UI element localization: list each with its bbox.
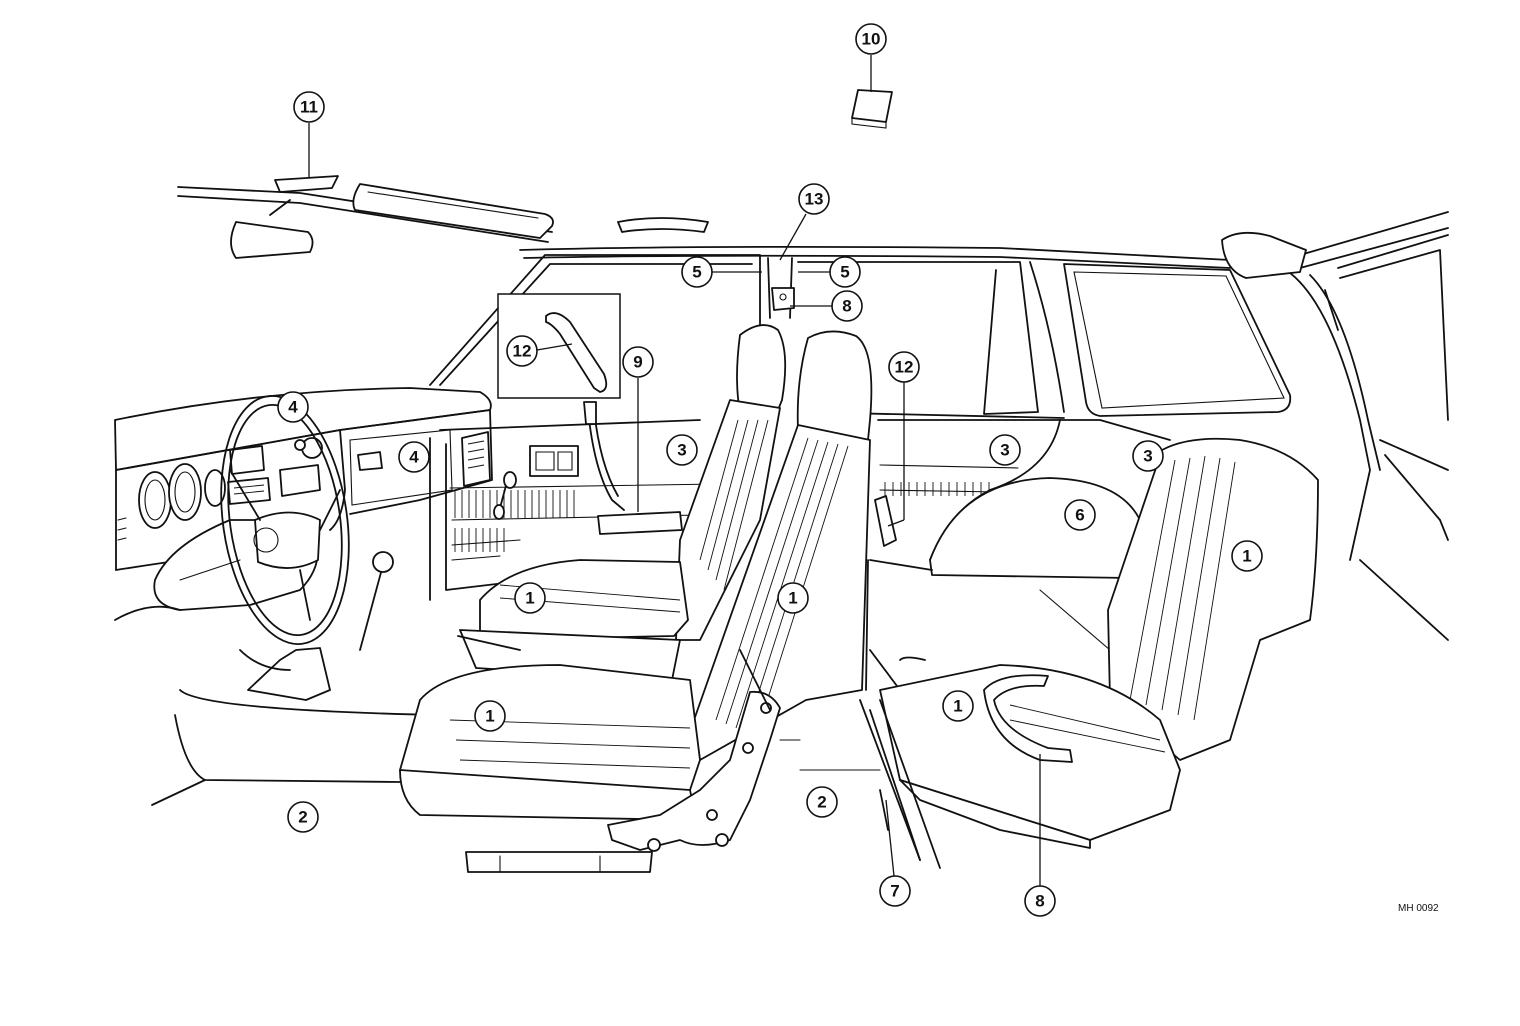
svg-text:3: 3 (1143, 447, 1152, 466)
front-floor-line (114, 605, 441, 806)
rear-floor-lines (859, 656, 926, 861)
callout-3-rear-door: 3 (989, 434, 1021, 466)
svg-text:2: 2 (817, 793, 826, 812)
svg-text:8: 8 (1035, 892, 1044, 911)
callout-8-top: 8 (771, 287, 863, 322)
svg-text:2: 2 (298, 808, 307, 827)
steering-wheel (220, 395, 350, 645)
seat-belt-front (583, 401, 625, 511)
svg-text:11: 11 (300, 98, 318, 117)
callout-3-quarter: 3 (1132, 440, 1164, 472)
svg-text:5: 5 (692, 263, 701, 282)
front-seat-left (457, 324, 787, 681)
callout-5-right: 5 (798, 256, 861, 288)
svg-text:12: 12 (895, 358, 914, 377)
callout-9: 9 (622, 346, 654, 512)
rear-seat-belt (983, 674, 1073, 763)
callout-10: 10 (855, 23, 887, 92)
callout-11: 11 (293, 91, 325, 178)
callout-1-passenger-back: 1 (777, 582, 809, 614)
callout-7: 7 (879, 799, 911, 907)
svg-text:5: 5 (840, 263, 849, 282)
room-lamp-10 (851, 89, 893, 129)
callout-6: 6 (1064, 499, 1096, 531)
rear-pillar (1285, 269, 1381, 561)
seat-recliner-mechanism (607, 649, 881, 852)
callout-8-rear: 8 (1024, 754, 1056, 917)
roof-assist-grip (617, 217, 709, 233)
svg-text:8: 8 (842, 297, 851, 316)
rear-armrest-12 (874, 495, 897, 547)
rear-view-mirror (230, 199, 314, 259)
gear-shift (247, 551, 394, 701)
svg-text:10: 10 (862, 30, 881, 49)
diagram-code: MH 0092 (1398, 903, 1439, 914)
svg-text:9: 9 (633, 353, 642, 372)
svg-text:1: 1 (485, 707, 494, 726)
callout-3-front-door: 3 (666, 434, 698, 466)
callout-2-left: 2 (287, 801, 319, 833)
svg-text:13: 13 (805, 190, 824, 209)
svg-text:3: 3 (1000, 441, 1009, 460)
svg-text:1: 1 (953, 697, 962, 716)
svg-text:12: 12 (513, 342, 532, 361)
power-window-switch (529, 445, 579, 477)
svg-text:4: 4 (288, 398, 298, 417)
door-armrest-9 (597, 511, 683, 535)
callout-4-top: 4 (277, 391, 309, 423)
callout-5-left: 5 (681, 256, 762, 288)
rear-seat-headrest-top (1221, 231, 1307, 279)
sun-visor (352, 183, 554, 239)
instrument-gauges (138, 463, 226, 529)
quarter-window (1063, 263, 1292, 417)
callout-4-glove: 4 (398, 441, 430, 473)
ignition-knob (294, 437, 323, 459)
inset-box-assist-grip: 12 (497, 293, 621, 399)
glove-box-4 (349, 429, 491, 506)
callout-13: 13 (779, 183, 830, 261)
tailgate-window (1337, 234, 1449, 641)
callout-1-rear-cushion: 1 (942, 690, 974, 722)
svg-text:1: 1 (1242, 547, 1251, 566)
dome-light-11 (274, 175, 339, 193)
rear-compartment-floor (865, 559, 933, 691)
svg-text:7: 7 (890, 882, 899, 901)
svg-text:1: 1 (788, 589, 797, 608)
callout-1-passenger-cushion: 1 (474, 700, 506, 732)
callout-1-driver-cushion: 1 (514, 582, 546, 614)
svg-text:4: 4 (409, 448, 419, 467)
door-lock-lever (493, 471, 517, 520)
callout-12-rear: 12 (887, 351, 920, 527)
svg-text:3: 3 (677, 441, 686, 460)
callout-2-center: 2 (806, 786, 838, 818)
svg-text:1: 1 (525, 589, 534, 608)
callout-1-rear-back: 1 (1231, 540, 1263, 572)
svg-text:6: 6 (1075, 506, 1084, 525)
